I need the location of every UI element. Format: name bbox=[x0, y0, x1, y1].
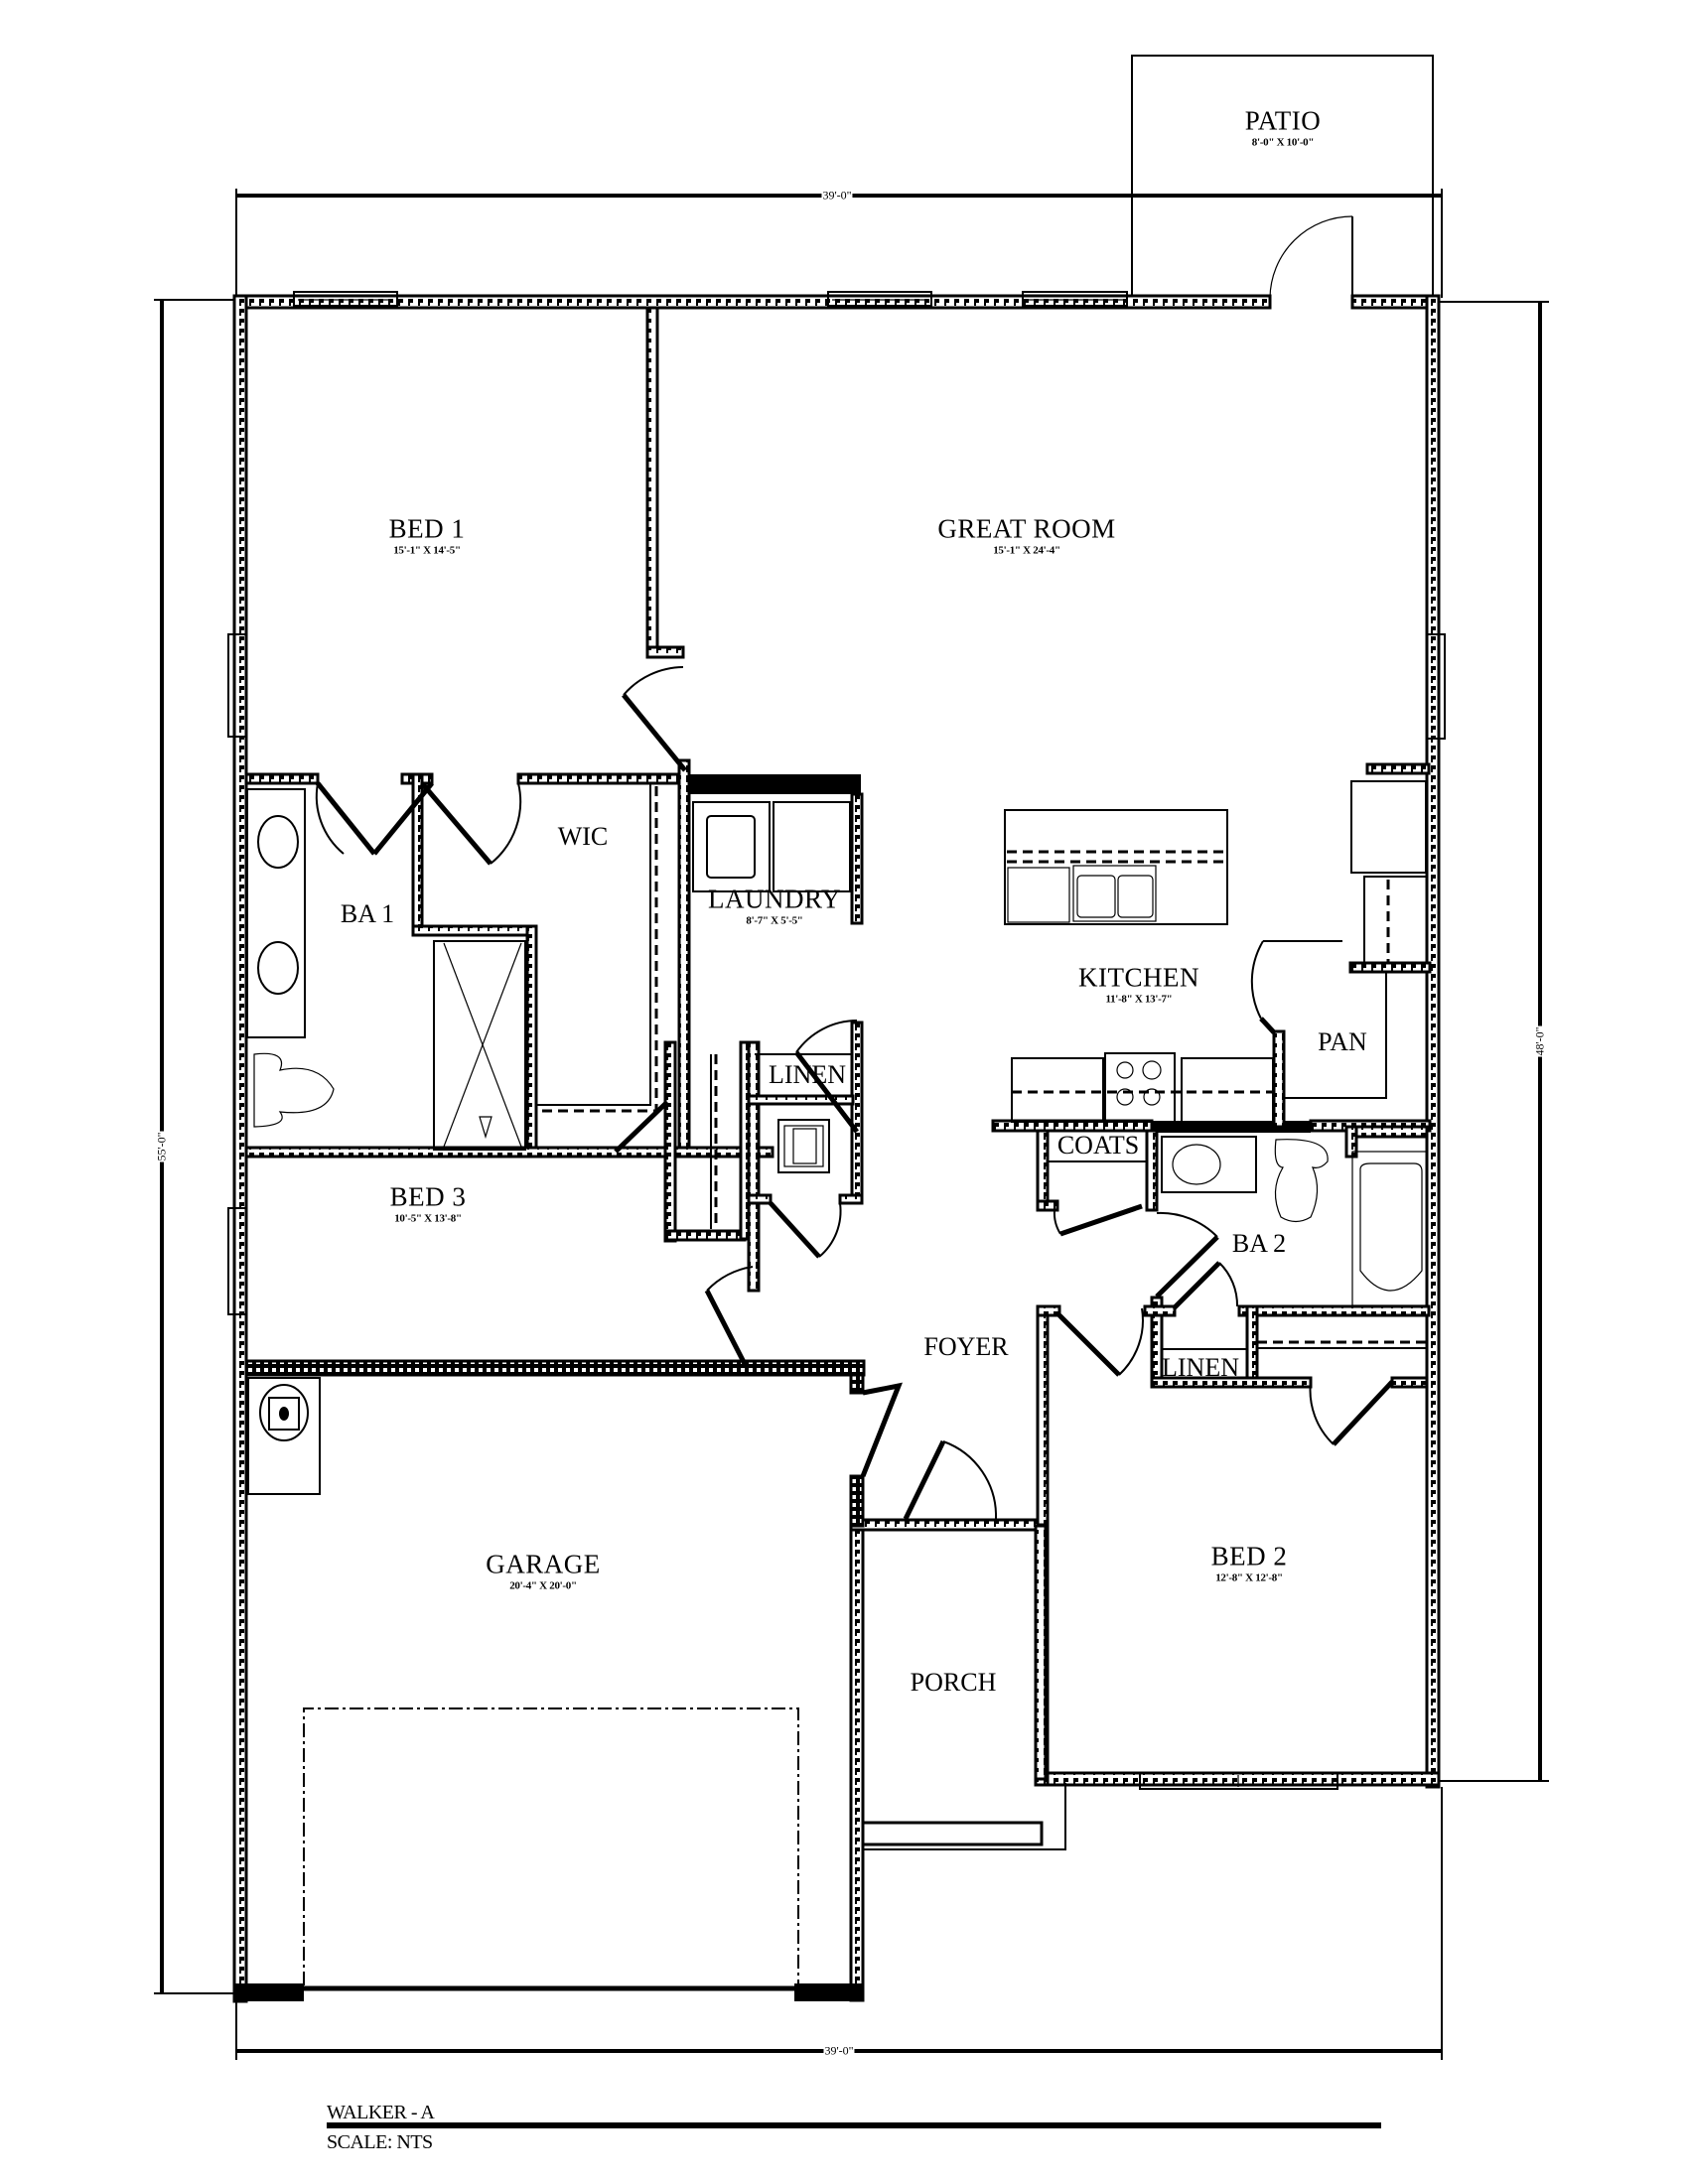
room-pantry: PAN bbox=[1318, 1027, 1367, 1056]
dimension-left-depth: 55'-0" bbox=[154, 1131, 170, 1162]
room-linen-1: LINEN bbox=[769, 1060, 846, 1089]
room-bed2-size: 12'-8" X 12'-8" bbox=[1215, 1571, 1283, 1584]
interior-walls bbox=[244, 306, 1432, 1850]
room-bed1-size: 15'-1" X 14'-5" bbox=[393, 544, 461, 557]
plan-scale: SCALE: NTS bbox=[327, 2131, 433, 2153]
room-patio-name: PATIO bbox=[1244, 105, 1322, 136]
plan-title: WALKER - A bbox=[327, 2102, 435, 2123]
dimension-bottom-width: 39'-0" bbox=[823, 2043, 855, 2059]
room-bed1: BED 1 15'-1" X 14'-5" bbox=[388, 513, 466, 557]
room-garage-name: GARAGE bbox=[486, 1549, 601, 1579]
room-great-room: GREAT ROOM 15'-1" X 24'-4" bbox=[937, 513, 1116, 557]
room-garage: GARAGE 20'-4" X 20'-0" bbox=[486, 1549, 601, 1592]
room-kitchen-name: KITCHEN bbox=[1078, 962, 1199, 993]
windows bbox=[227, 291, 1446, 1790]
title-divider bbox=[327, 2122, 1381, 2128]
room-ba2: BA 2 bbox=[1231, 1229, 1287, 1258]
room-bed3-size: 10'-5" X 13'-8" bbox=[394, 1212, 462, 1225]
room-wic: WIC bbox=[557, 822, 609, 851]
room-coats: COATS bbox=[1056, 1131, 1140, 1160]
room-garage-size: 20'-4" X 20'-0" bbox=[509, 1579, 577, 1592]
exterior-walls bbox=[232, 294, 1441, 2003]
room-laundry-name: LAUNDRY bbox=[707, 884, 842, 914]
room-bed3-name: BED 3 bbox=[389, 1181, 467, 1212]
room-laundry: LAUNDRY 8'-7" X 5'-5" bbox=[707, 884, 842, 927]
patio-door bbox=[1269, 215, 1353, 299]
fixtures bbox=[246, 780, 1428, 1985]
room-kitchen-size: 11'-8" X 13'-7" bbox=[1105, 993, 1173, 1006]
room-bed3: BED 3 10'-5" X 13'-8" bbox=[389, 1181, 467, 1225]
dimension-top-width: 39'-0" bbox=[821, 188, 853, 204]
room-bed2-name: BED 2 bbox=[1210, 1541, 1288, 1571]
patio-outline bbox=[1131, 55, 1434, 298]
doors bbox=[315, 666, 1394, 1521]
room-ba1: BA 1 bbox=[340, 899, 395, 928]
dimension-right-depth: 48'-0" bbox=[1532, 1025, 1548, 1057]
room-linen-2: LINEN bbox=[1162, 1353, 1239, 1382]
room-foyer: FOYER bbox=[923, 1332, 1009, 1361]
room-bed2: BED 2 12'-8" X 12'-8" bbox=[1210, 1541, 1288, 1584]
room-kitchen: KITCHEN 11'-8" X 13'-7" bbox=[1078, 962, 1199, 1006]
room-great-room-name: GREAT ROOM bbox=[937, 513, 1116, 544]
room-patio: PATIO 8'-0" X 10'-0" bbox=[1244, 105, 1322, 149]
room-porch: PORCH bbox=[910, 1668, 997, 1697]
room-bed1-name: BED 1 bbox=[388, 513, 466, 544]
room-patio-size: 8'-0" X 10'-0" bbox=[1251, 136, 1315, 149]
room-laundry-size: 8'-7" X 5'-5" bbox=[746, 914, 803, 927]
room-great-room-size: 15'-1" X 24'-4" bbox=[993, 544, 1060, 557]
